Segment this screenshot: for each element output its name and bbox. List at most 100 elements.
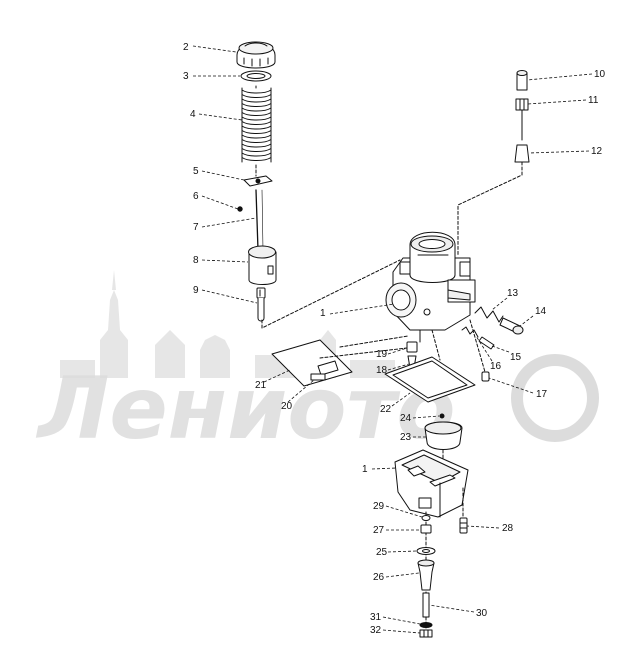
callout-label-c4: 4: [190, 109, 196, 120]
float-icon: [424, 421, 463, 450]
leader-line-c9: [201, 289, 258, 304]
callout-label-c32: 32: [370, 625, 382, 636]
leader-line-c14: [519, 315, 534, 327]
leader-line-c2: [192, 45, 237, 53]
cable-end-icon: [256, 287, 266, 322]
callout-label-c25: 25: [376, 547, 388, 558]
callout-label-c15: 15: [510, 352, 522, 363]
float-arm-pin-icon: [310, 373, 326, 381]
callout-label-c18: 18: [376, 365, 388, 376]
cable-adjuster-icon: [516, 70, 528, 91]
leader-line-c7: [201, 217, 257, 228]
callout-label-c17: 17: [536, 389, 548, 400]
jet-washer-icon: [416, 547, 436, 555]
throttle-valve-icon: [248, 245, 277, 285]
pilot-screw-icon: [478, 336, 495, 350]
callout-label-c19: 19: [376, 349, 388, 360]
leader-line-c6: [201, 195, 239, 210]
leader-line-c30: [428, 604, 475, 613]
callout-label-c11: 11: [588, 95, 599, 106]
leader-line-c15: [491, 345, 510, 353]
callout-label-c2: 2: [183, 42, 189, 53]
idle-screw-icon: [499, 317, 524, 335]
leader-line-c22: [391, 392, 411, 407]
callout-label-c3: 3: [183, 71, 189, 82]
leader-line-c19: [387, 347, 408, 355]
leader-line-c32: [382, 629, 421, 634]
watermark: Лениото: [35, 270, 599, 459]
callout-label-c1a: 1: [320, 308, 326, 319]
throttle-spring-icon: [241, 87, 272, 163]
leader-line-c4: [198, 113, 243, 121]
callout-label-c24: 24: [400, 413, 412, 424]
drain-washer-icon: [419, 622, 433, 628]
leader-line-c18: [387, 363, 410, 371]
plug-icon: [481, 371, 490, 382]
main-jet-icon: [420, 524, 432, 534]
leader-line-c5: [201, 170, 245, 181]
leader-line-c24: [412, 415, 440, 419]
callout-label-c16: 16: [490, 361, 502, 372]
leader-line-c12: [528, 150, 590, 154]
leader-line-c10: [526, 73, 593, 81]
callout-label-c27: 27: [373, 525, 385, 536]
needle-jet-icon: [417, 559, 435, 591]
callout-label-c22: 22: [380, 404, 392, 415]
float-arm-icon: [271, 339, 353, 387]
watermark-wheel-icon: [511, 354, 599, 442]
jet-needle-icon: [255, 189, 264, 251]
float-bowl-icon: [394, 449, 469, 518]
callout-label-c26: 26: [373, 572, 385, 583]
callout-label-c20: 20: [281, 401, 293, 412]
leader-line-c8: [201, 259, 249, 263]
leader-line-c17: [488, 377, 534, 394]
callout-label-c12: 12: [591, 146, 603, 157]
leader-line-c29: [385, 505, 423, 518]
callout-label-c28: 28: [502, 523, 514, 534]
watermark-text: Лениото: [35, 359, 455, 459]
callout-label-c1b: 1: [362, 464, 368, 475]
drain-tube-icon: [422, 592, 430, 618]
leader-line-c11: [527, 99, 587, 105]
bowl-screw-icon: [459, 487, 468, 534]
callout-label-c8: 8: [193, 255, 199, 266]
idle-screw-spring-icon: [474, 306, 504, 323]
cable-boot-icon: [457, 144, 530, 256]
leader-line-c1a: [329, 303, 395, 315]
e-clip-icon: [237, 206, 243, 212]
callout-label-c23: 23: [400, 432, 412, 443]
washer-ring-icon: [240, 70, 272, 82]
callout-label-c21: 21: [255, 380, 267, 391]
callout-label-c10: 10: [594, 69, 606, 80]
assembly-guide-lines: [255, 85, 486, 459]
callout-label-c30: 30: [476, 608, 488, 619]
leader-line-c25: [387, 550, 418, 553]
callout-label-c9: 9: [193, 285, 199, 296]
adjuster-nut-icon: [515, 98, 529, 141]
needle-clip-plate-icon: [243, 175, 273, 187]
float-pin-icon: [439, 413, 445, 419]
pilot-spring-icon: [461, 326, 479, 338]
watermark-skyline-icon: [60, 270, 395, 378]
leader-line-c1b: [371, 467, 397, 470]
leader-line-c31: [382, 616, 421, 625]
leader-line-c26: [385, 572, 420, 578]
valve-seat-icon: [406, 341, 418, 353]
callout-label-c5: 5: [193, 166, 199, 177]
callout-layer: 2345678910111211314151617181920212223241…: [183, 42, 606, 636]
callout-label-c7: 7: [193, 222, 199, 233]
carburetor-body-icon: [385, 231, 476, 343]
carb-cap-icon: [236, 41, 276, 69]
leader-line-c13: [491, 297, 508, 311]
callout-label-c29: 29: [373, 501, 385, 512]
bowl-gasket-icon: [384, 356, 476, 403]
callout-label-c14: 14: [535, 306, 547, 317]
leader-line-c28: [466, 525, 500, 529]
callout-label-c13: 13: [507, 288, 519, 299]
leader-line-c20: [287, 379, 315, 403]
callout-label-c31: 31: [370, 612, 382, 623]
o-ring-icon: [421, 515, 431, 521]
callout-label-c6: 6: [193, 191, 199, 202]
